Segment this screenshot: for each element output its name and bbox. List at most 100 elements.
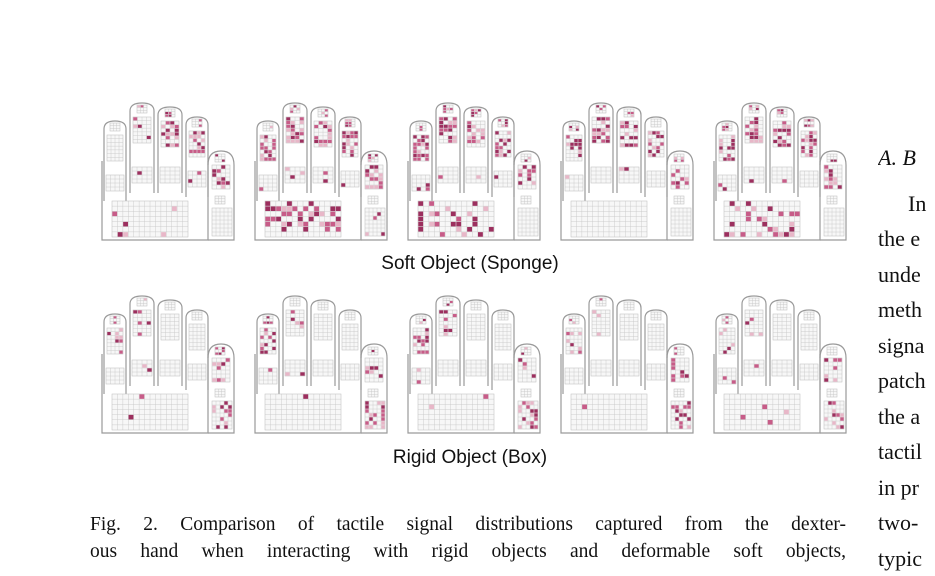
figure-caption: Fig. 2. Comparison of tactile signal dis… [90, 511, 846, 565]
palm-sensor [724, 201, 800, 237]
finger-base-sensor [341, 364, 359, 380]
caption-line: ous hand when interacting with rigid obj… [90, 538, 846, 565]
fingertip-sensor [651, 119, 661, 127]
finger-sensor-little [566, 135, 582, 161]
finger-sensor-index [592, 117, 610, 143]
finger-base-sensor [412, 368, 430, 384]
finger-base-sensor [313, 167, 333, 183]
finger-sensor-middle [467, 121, 485, 147]
hand-tactile-map [249, 288, 389, 438]
fingertip-sensor [498, 312, 508, 320]
fingertip-sensor [722, 316, 732, 324]
thumb-small-sensor [674, 196, 684, 204]
row-label-rigid: Rigid Object (Box) [90, 447, 850, 469]
body-line: two- [878, 505, 935, 541]
body-line: signa [878, 328, 935, 364]
finger-base-sensor [647, 171, 665, 187]
thumb-sensor [671, 165, 689, 189]
finger-base-sensor [188, 171, 206, 187]
finger-sensor-index [286, 310, 304, 336]
finger-sensor-ring [648, 131, 664, 157]
finger-base-sensor [718, 175, 736, 191]
thumb-sensor [212, 165, 230, 189]
thumb-small-sensor [368, 196, 378, 204]
finger-sensor-little [107, 135, 123, 161]
body-line: In [878, 186, 935, 222]
fingertip-sensor [345, 312, 355, 320]
thumb-small-sensor [215, 196, 225, 204]
finger-base-sensor [647, 364, 665, 380]
finger-sensor-ring [801, 131, 817, 157]
thumb-tip-sensor [215, 154, 225, 162]
finger-sensor-index [439, 117, 457, 143]
palm-side-sensor [824, 401, 844, 429]
finger-sensor-index [133, 310, 151, 336]
hand-tactile-map [708, 95, 848, 245]
finger-sensor-index [592, 310, 610, 336]
fingertip-sensor [569, 316, 579, 324]
thumb-small-sensor [674, 389, 684, 397]
finger-sensor-little [260, 328, 276, 354]
fingertip-sensor [443, 298, 453, 306]
fingertip-sensor [624, 109, 634, 117]
finger-sensor-ring [648, 324, 664, 350]
finger-base-sensor [619, 167, 639, 183]
finger-base-sensor [744, 360, 764, 376]
fingertip-sensor [749, 298, 759, 306]
body-line: the a [878, 399, 935, 435]
finger-base-sensor [772, 360, 792, 376]
fingertip-sensor [596, 298, 606, 306]
palm-sensor [571, 201, 647, 237]
finger-base-sensor [160, 167, 180, 183]
fingertip-sensor [416, 316, 426, 324]
finger-sensor-little [260, 135, 276, 161]
thumb-tip-sensor [674, 154, 684, 162]
finger-base-sensor [494, 364, 512, 380]
hand-tactile-map [555, 95, 695, 245]
palm-sensor [724, 394, 800, 430]
palm-side-sensor [671, 208, 691, 236]
fingertip-sensor [165, 302, 175, 310]
thumb-small-sensor [368, 389, 378, 397]
palm-side-sensor [212, 401, 232, 429]
finger-base-sensor [106, 175, 124, 191]
palm-side-sensor [518, 401, 538, 429]
finger-sensor-little [413, 135, 429, 161]
finger-base-sensor [259, 368, 277, 384]
palm-side-sensor [518, 208, 538, 236]
finger-base-sensor [591, 167, 611, 183]
finger-base-sensor [800, 171, 818, 187]
fingertip-sensor [804, 312, 814, 320]
fingertip-sensor [290, 105, 300, 113]
thumb-sensor [212, 358, 230, 382]
body-line: typic [878, 541, 935, 576]
finger-sensor-little [566, 328, 582, 354]
body-line: the e [878, 221, 935, 257]
fingertip-sensor [263, 123, 273, 131]
fingertip-sensor [624, 302, 634, 310]
finger-base-sensor [259, 175, 277, 191]
thumb-tip-sensor [674, 347, 684, 355]
fingertip-sensor [651, 312, 661, 320]
thumb-sensor [671, 358, 689, 382]
finger-sensor-middle [161, 314, 179, 340]
fingertip-sensor [318, 109, 328, 117]
finger-sensor-middle [467, 314, 485, 340]
finger-sensor-middle [620, 121, 638, 147]
finger-sensor-index [745, 310, 763, 336]
fingertip-sensor [596, 105, 606, 113]
body-line: tactil [878, 434, 935, 470]
thumb-tip-sensor [827, 154, 837, 162]
finger-sensor-middle [773, 314, 791, 340]
palm-sensor [112, 394, 188, 430]
fingertip-sensor [137, 298, 147, 306]
finger-base-sensor [466, 167, 486, 183]
thumb-tip-sensor [368, 347, 378, 355]
fingertip-sensor [110, 123, 120, 131]
body-line: unde [878, 257, 935, 293]
fingertip-sensor [416, 123, 426, 131]
hand-tactile-map [96, 288, 236, 438]
thumb-sensor [365, 358, 383, 382]
finger-base-sensor [438, 360, 458, 376]
fingertip-sensor [192, 119, 202, 127]
